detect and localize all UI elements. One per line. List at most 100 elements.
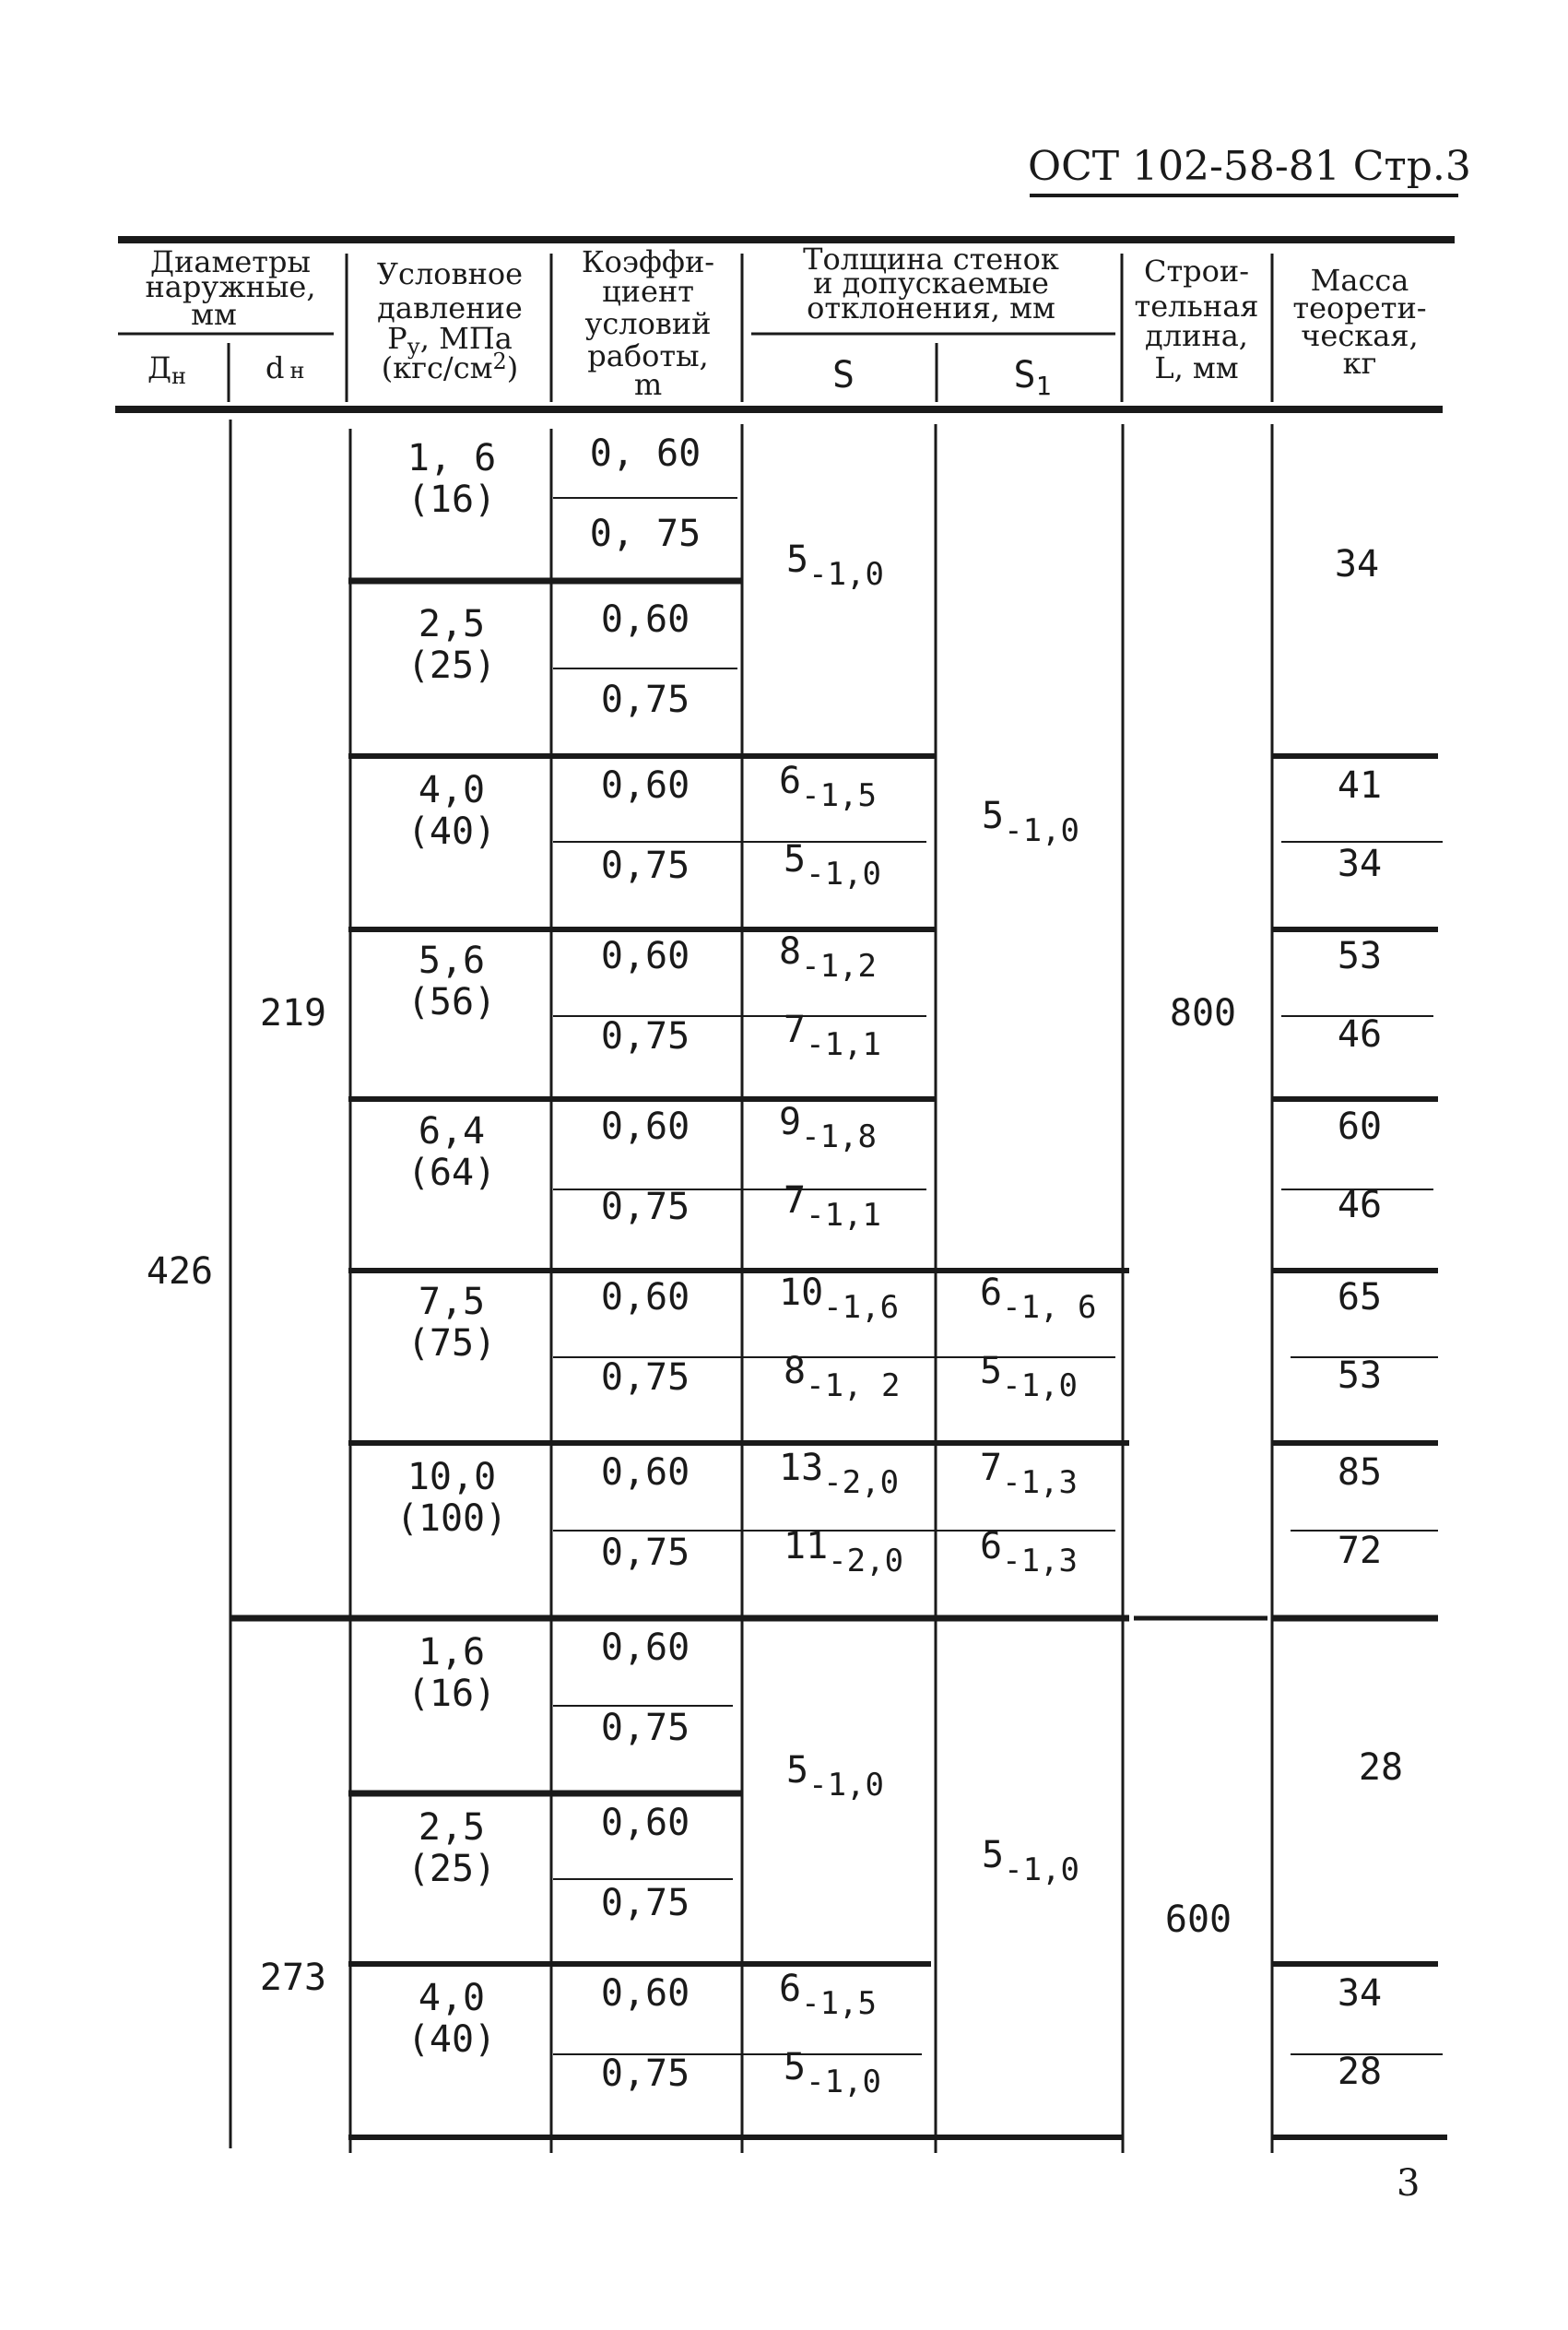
pressure-mpa: 10,0 (407, 1456, 496, 1498)
thickness-s-075: 7-1,1 (784, 1179, 881, 1234)
thickness-s-075: 7-1,1 (784, 1009, 881, 1063)
coef-075: 0, 75 (590, 513, 701, 555)
pressure-groups: 1, 6(16)0, 600, 752,5(25)0,600,754,0(40)… (396, 432, 1382, 2100)
thickness-s-075: 5-1,0 (784, 838, 881, 893)
reference-underline (1030, 194, 1458, 197)
pressure-kgf: (100) (396, 1497, 507, 1540)
coef-075: 0,75 (601, 1186, 690, 1228)
pressure-kgf: (16) (407, 479, 496, 521)
coef-075: 0,75 (601, 2052, 690, 2095)
header-coef-line5: m (634, 367, 662, 402)
spanning-cells: 426 219 273 800 600 5-1,0 5-1,0 34 5-1,0… (147, 538, 1403, 1999)
pressure-mpa: 6,4 (419, 1110, 485, 1153)
mass-075: 72 (1338, 1530, 1382, 1572)
dn-value: 426 (147, 1250, 213, 1293)
pressure-mpa: 2,5 (419, 1806, 485, 1849)
coef-060: 0,60 (601, 598, 690, 641)
coef-060: 0,60 (601, 1626, 690, 1669)
thickness-s1-075: 6-1,3 (980, 1525, 1078, 1579)
header-len-line4: L, мм (1154, 350, 1238, 385)
mass-075: 46 (1338, 1184, 1382, 1226)
coef-060: 0,60 (601, 935, 690, 977)
header-press-line3: Pу, МПа (387, 321, 513, 360)
mass-060: 34 (1338, 1972, 1382, 2015)
d-value-273: 273 (260, 1957, 326, 1999)
coef-060: 0,60 (601, 1106, 690, 1148)
merged-mass-bottom: 28 (1359, 1746, 1403, 1789)
merged-s-bottom: 5-1,0 (786, 1749, 884, 1804)
header-dn: Дн (147, 350, 186, 389)
header-s1: S1 (1014, 354, 1052, 401)
length-600: 600 (1165, 1898, 1232, 1941)
coef-075: 0,75 (601, 679, 690, 721)
coef-060: 0,60 (601, 1802, 690, 1844)
table-rules (115, 236, 1455, 2153)
header-coef-line3: условий (584, 306, 711, 341)
header-mass-line4: кг (1343, 346, 1377, 381)
header-diam-line1: Диаметры (150, 244, 311, 279)
pressure-mpa: 7,5 (419, 1281, 485, 1323)
coef-075: 0,75 (601, 845, 690, 887)
header-press-line1: Условное (377, 256, 523, 291)
pressure-mpa: 5,6 (419, 940, 485, 982)
thickness-s-060: 10-1,6 (779, 1271, 899, 1326)
thickness-s-060: 6-1,5 (779, 1968, 877, 2022)
thickness-s1-075: 5-1,0 (980, 1350, 1078, 1404)
coef-075: 0,75 (601, 1882, 690, 1924)
coef-060: 0, 60 (590, 432, 701, 475)
header-coef-line2: циент (602, 274, 694, 309)
mass-060: 53 (1338, 935, 1382, 977)
header-thick-line3: отклонения, мм (807, 290, 1055, 325)
pressure-kgf: (40) (407, 2018, 496, 2061)
coef-060: 0,60 (601, 764, 690, 807)
pressure-kgf: (25) (407, 645, 496, 687)
pressure-kgf: (25) (407, 1848, 496, 1890)
merged-s1-top: 5-1,0 (982, 795, 1079, 849)
pressure-mpa: 1, 6 (407, 437, 496, 479)
header-coef-line1: Коэффи- (582, 244, 714, 279)
header-mass-line3: ческая, (1301, 318, 1418, 353)
mass-060: 85 (1338, 1451, 1382, 1494)
coef-075: 0,75 (601, 1707, 690, 1749)
document-reference: ОСТ 102-58-81 Стр.3 (1028, 143, 1471, 190)
thickness-s-060: 6-1,5 (779, 760, 877, 814)
header-press-line4: (кгс/см2) (382, 349, 519, 385)
mass-075: 46 (1338, 1013, 1382, 1056)
thickness-s-075: 5-1,0 (784, 2046, 881, 2100)
header-thick-line2: и допускаемые (813, 266, 1049, 301)
pressure-kgf: (56) (407, 981, 496, 1023)
header-mass-line1: Масса (1311, 263, 1409, 298)
coef-060: 0,60 (601, 1276, 690, 1319)
thickness-s-060: 13-2,0 (779, 1447, 899, 1501)
pressure-kgf: (40) (407, 810, 496, 853)
pressure-kgf: (16) (407, 1673, 496, 1715)
header-len-line3: длина, (1145, 318, 1248, 353)
merged-s1-bottom: 5-1,0 (982, 1834, 1079, 1888)
header-coef-line4: работы, (587, 338, 708, 373)
merged-mass-top: 34 (1335, 543, 1379, 585)
pressure-mpa: 2,5 (419, 603, 485, 645)
mass-075: 53 (1338, 1354, 1382, 1397)
thickness-s1-060: 6-1, 6 (980, 1271, 1096, 1326)
coef-075: 0,75 (601, 1356, 690, 1399)
coef-060: 0,60 (601, 1451, 690, 1494)
merged-s-top: 5-1,0 (786, 538, 884, 593)
mass-060: 65 (1338, 1276, 1382, 1319)
header-s: S (832, 354, 855, 396)
pressure-mpa: 4,0 (419, 769, 485, 811)
d-value-219: 219 (260, 992, 326, 1035)
header-thick-line1: Толщина стенок (803, 242, 1059, 277)
page-number: 3 (1397, 2162, 1421, 2205)
header-diam-line3: мм (191, 297, 237, 332)
mass-075: 28 (1338, 2051, 1382, 2093)
pressure-kgf: (64) (407, 1152, 496, 1194)
coef-060: 0,60 (601, 1972, 690, 2015)
thickness-s-060: 9-1,8 (779, 1101, 877, 1155)
pressure-mpa: 4,0 (419, 1977, 485, 2019)
length-800: 800 (1170, 992, 1236, 1035)
mass-060: 60 (1338, 1106, 1382, 1148)
coef-075: 0,75 (601, 1532, 690, 1574)
